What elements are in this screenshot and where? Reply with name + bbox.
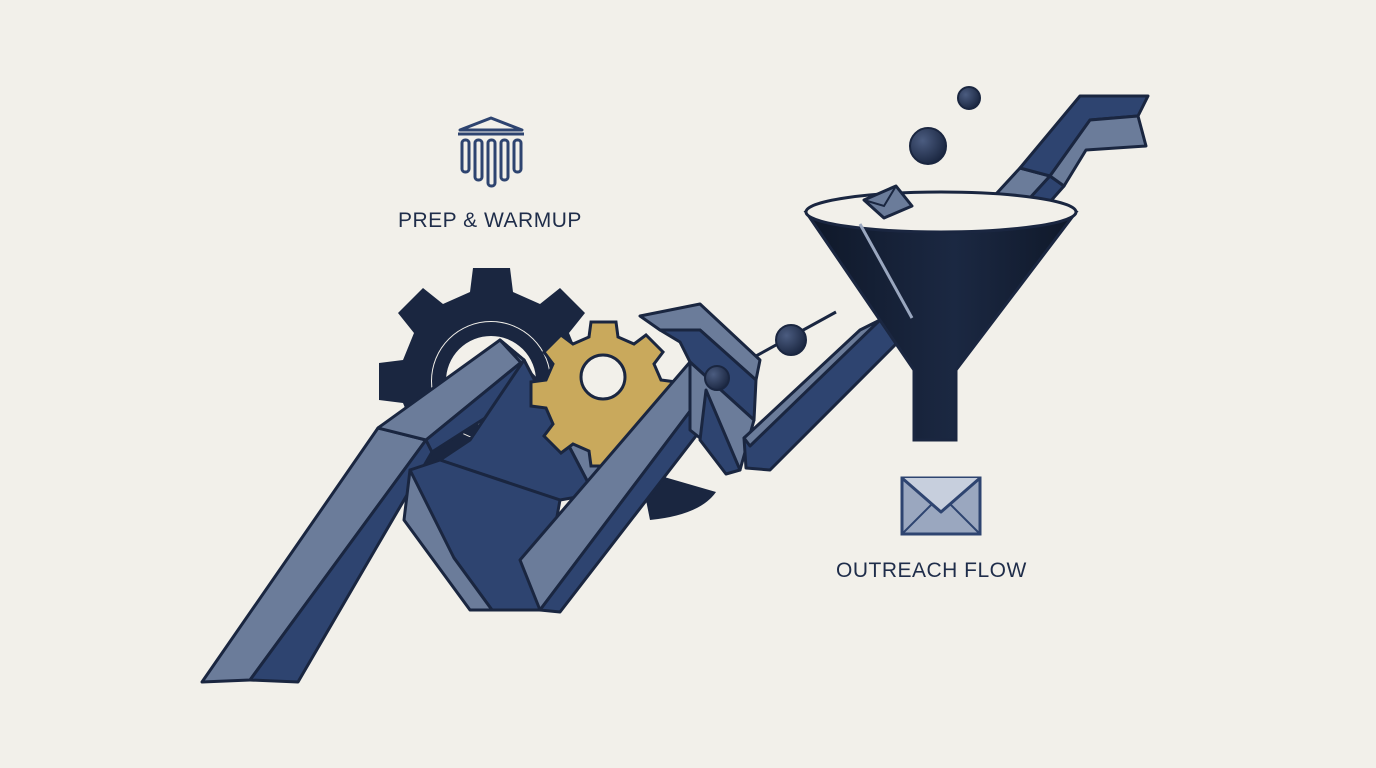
ribbon-segment-1 [200, 338, 534, 684]
funnel-icon [803, 184, 1079, 442]
flow-dots [704, 86, 981, 391]
envelope-icon [900, 476, 982, 541]
prep-warmup-label: PREP & WARMUP [398, 209, 582, 232]
pillars-icon [456, 116, 526, 193]
outreach-flow-label: OUTREACH FLOW [836, 559, 1027, 582]
